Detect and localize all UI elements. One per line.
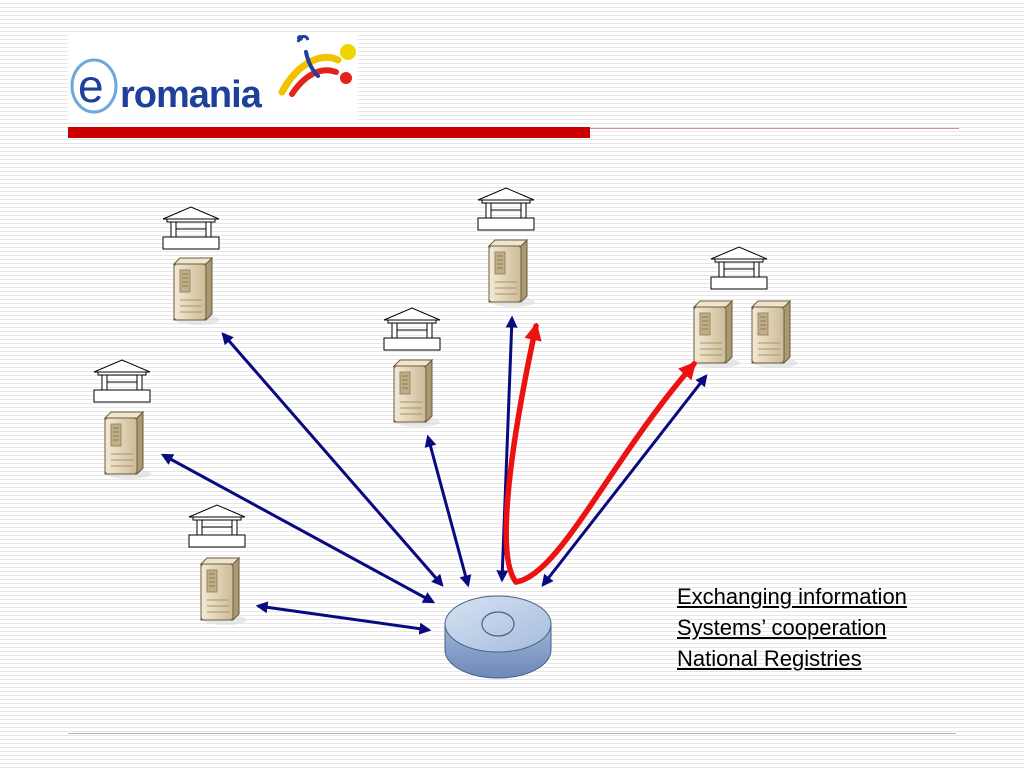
- central-hub-disk-icon: [444, 595, 552, 679]
- eromania-logo: e romania: [68, 32, 358, 120]
- logo-e-icon: e: [70, 58, 118, 114]
- server-tower-icon: [104, 411, 152, 480]
- header-accent-bar: [68, 127, 590, 138]
- cooperation-arrow: [503, 322, 542, 585]
- footer-divider-line: [68, 733, 956, 734]
- institution-building-icon: [93, 359, 151, 403]
- institution-building-icon: [710, 246, 768, 290]
- institution-building-icon: [477, 187, 535, 231]
- server-tower-icon: [173, 257, 221, 326]
- exchange-arrow: [160, 453, 436, 604]
- logo-swoosh-icon: [278, 34, 356, 97]
- institution-building-icon: [188, 504, 246, 548]
- logo-wordmark: romania: [120, 74, 262, 116]
- svg-text:e: e: [78, 60, 104, 112]
- legend-item-systems-cooperation: Systems’ cooperation: [677, 615, 887, 640]
- legend: Exchanging information Systems’ cooperat…: [677, 581, 907, 674]
- server-tower-icon: [751, 300, 799, 369]
- cooperation-arrow: [513, 361, 697, 585]
- exchange-arrow: [424, 434, 472, 588]
- header-divider-line: [590, 128, 959, 129]
- server-tower-icon: [200, 557, 248, 626]
- legend-item-exchanging-information: Exchanging information: [677, 584, 907, 609]
- legend-item-national-registries: National Registries: [677, 646, 862, 671]
- exchange-arrow: [541, 374, 708, 587]
- exchange-arrow: [255, 601, 432, 635]
- server-tower-icon: [393, 359, 441, 428]
- server-tower-icon: [693, 300, 741, 369]
- institution-building-icon: [162, 206, 220, 250]
- server-tower-icon: [488, 239, 536, 308]
- institution-building-icon: [383, 307, 441, 351]
